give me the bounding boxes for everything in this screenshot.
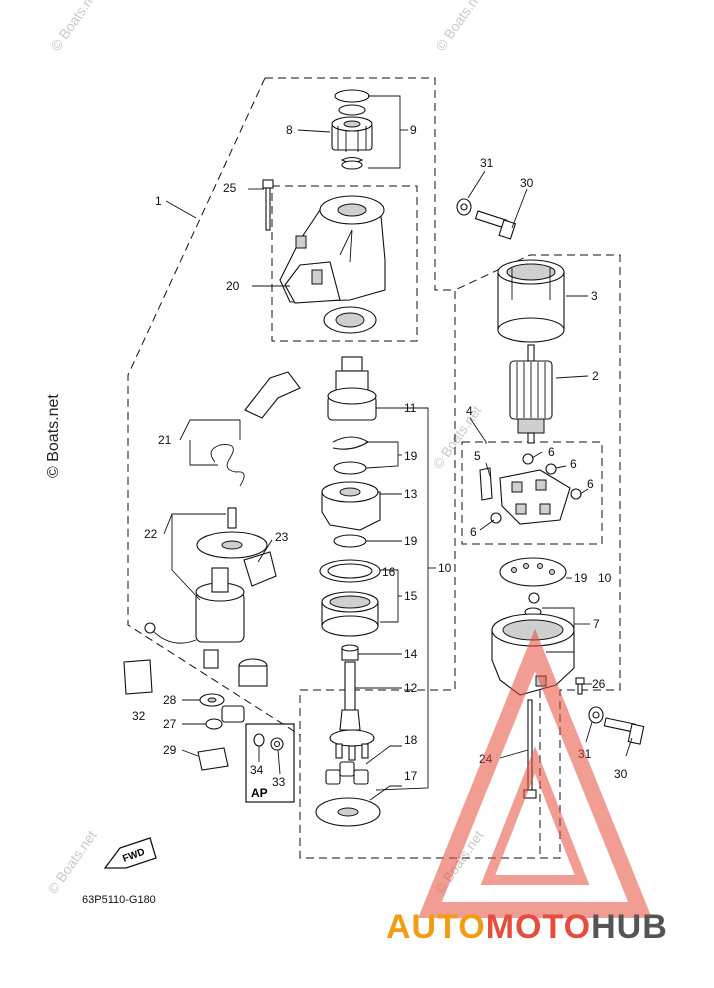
part-21-lever-and-spring <box>210 371 301 487</box>
part-8-pinion <box>331 116 373 152</box>
ap-box: AP <box>245 723 295 803</box>
callout-34: 34 <box>250 763 264 777</box>
callout-32: 32 <box>132 709 146 723</box>
logo-text-moto: MOTO <box>486 908 591 946</box>
callout-15: 15 <box>404 589 418 603</box>
main-assembly-outline-left <box>127 77 301 858</box>
part-planet-gears <box>325 761 369 785</box>
callout-7: 7 <box>593 617 600 631</box>
callout-5: 5 <box>474 449 481 463</box>
part-29-cover <box>197 747 229 771</box>
watermark: © Boats.net <box>44 827 99 896</box>
callout-11: 11 <box>404 401 417 415</box>
front-cover-outline <box>271 185 418 342</box>
part-33-nut <box>270 737 284 751</box>
watermark: © Boats.net <box>432 0 487 54</box>
callout-6: 6 <box>470 525 477 539</box>
part-19-plate-right <box>499 557 567 587</box>
callout-29: 29 <box>163 743 177 757</box>
part-20-front-cover <box>279 195 386 304</box>
part-30-bolt-top <box>474 210 517 240</box>
logo-text-auto: AUTO <box>386 908 486 946</box>
logo-text: AUTOMOTOHUB <box>386 908 668 946</box>
part-27-nut <box>205 718 223 730</box>
part-3-yoke <box>497 259 565 343</box>
callout-6: 6 <box>570 457 577 471</box>
diagram-code: 63P5110-G180 <box>82 894 156 906</box>
part-18-carrier <box>329 729 375 761</box>
part-32-label <box>123 659 153 695</box>
watermark: © Boats.net <box>47 0 102 54</box>
callout-1: 1 <box>155 194 162 208</box>
part-16-internal-gear <box>319 559 381 583</box>
callout-26: 26 <box>592 677 606 691</box>
part-11-drive-shaft <box>327 356 377 421</box>
fwd-arrow: FWD <box>103 837 157 869</box>
part-2-armature <box>509 344 553 444</box>
callout-3: 3 <box>591 289 598 303</box>
callout-4: 4 <box>466 404 473 418</box>
callout-30: 30 <box>520 176 534 190</box>
part-15-gear-housing <box>321 591 379 637</box>
part-17-plate <box>315 797 381 827</box>
callout-13: 13 <box>404 487 418 501</box>
callout-19: 19 <box>404 449 418 463</box>
callout-20: 20 <box>226 279 240 293</box>
part-12-shaft <box>339 661 361 731</box>
callout-2: 2 <box>592 369 599 383</box>
callout-21: 21 <box>158 433 172 447</box>
callout-10: 10 <box>438 561 452 575</box>
callout-6: 6 <box>548 445 555 459</box>
callout-8: 8 <box>286 123 293 137</box>
callout-17: 17 <box>404 769 418 783</box>
callout-19: 19 <box>574 571 588 585</box>
callout-31: 31 <box>480 156 494 170</box>
part-26-screw <box>575 677 585 695</box>
callout-9: 9 <box>410 123 417 137</box>
part-14-bushing <box>341 644 359 661</box>
logo-triangle-inner <box>480 746 590 885</box>
automotohub-logo: AUTOMOTOHUB <box>386 628 668 946</box>
callout-6: 6 <box>587 477 594 491</box>
callout-12: 12 <box>404 681 418 695</box>
part-22-solenoid <box>144 507 268 669</box>
part-28-washer <box>199 693 225 707</box>
part-boot <box>238 658 268 687</box>
callout-10: 10 <box>598 571 612 585</box>
callout-25: 25 <box>223 181 237 195</box>
callout-19: 19 <box>404 534 418 548</box>
logo-triangle <box>418 628 652 918</box>
part-oil-seal <box>323 306 377 334</box>
callout-22: 22 <box>144 527 158 541</box>
part-31-washer-bottom <box>588 706 604 724</box>
part-30-bolt-bottom <box>603 717 645 745</box>
ap-box-border <box>245 723 295 803</box>
watermarks: © Boats.net © Boats.net © Boats.net © Bo… <box>44 0 487 897</box>
part-4-brush-holder-assy <box>479 467 571 525</box>
watermark-side: © Boats.net <box>45 394 62 478</box>
part-34-washer <box>253 733 265 747</box>
part-terminal-bolt <box>221 705 245 723</box>
leader-lines <box>163 95 633 801</box>
part-31-washer-top <box>456 198 472 216</box>
callout-28: 28 <box>163 693 177 707</box>
ap-label: AP <box>251 786 268 800</box>
callout-30: 30 <box>614 767 628 781</box>
part-25-bolt <box>262 179 274 231</box>
callout-14: 14 <box>404 647 418 661</box>
part-9-ring-set <box>334 89 370 170</box>
callout-18: 18 <box>404 733 418 747</box>
callout-27: 27 <box>163 717 177 731</box>
part-13-clutch <box>321 481 381 531</box>
part-23-cap <box>243 551 277 587</box>
callout-16: 16 <box>382 565 396 579</box>
callout-23: 23 <box>275 530 289 544</box>
callout-33: 33 <box>272 775 286 789</box>
logo-text-hub: HUB <box>591 908 668 946</box>
